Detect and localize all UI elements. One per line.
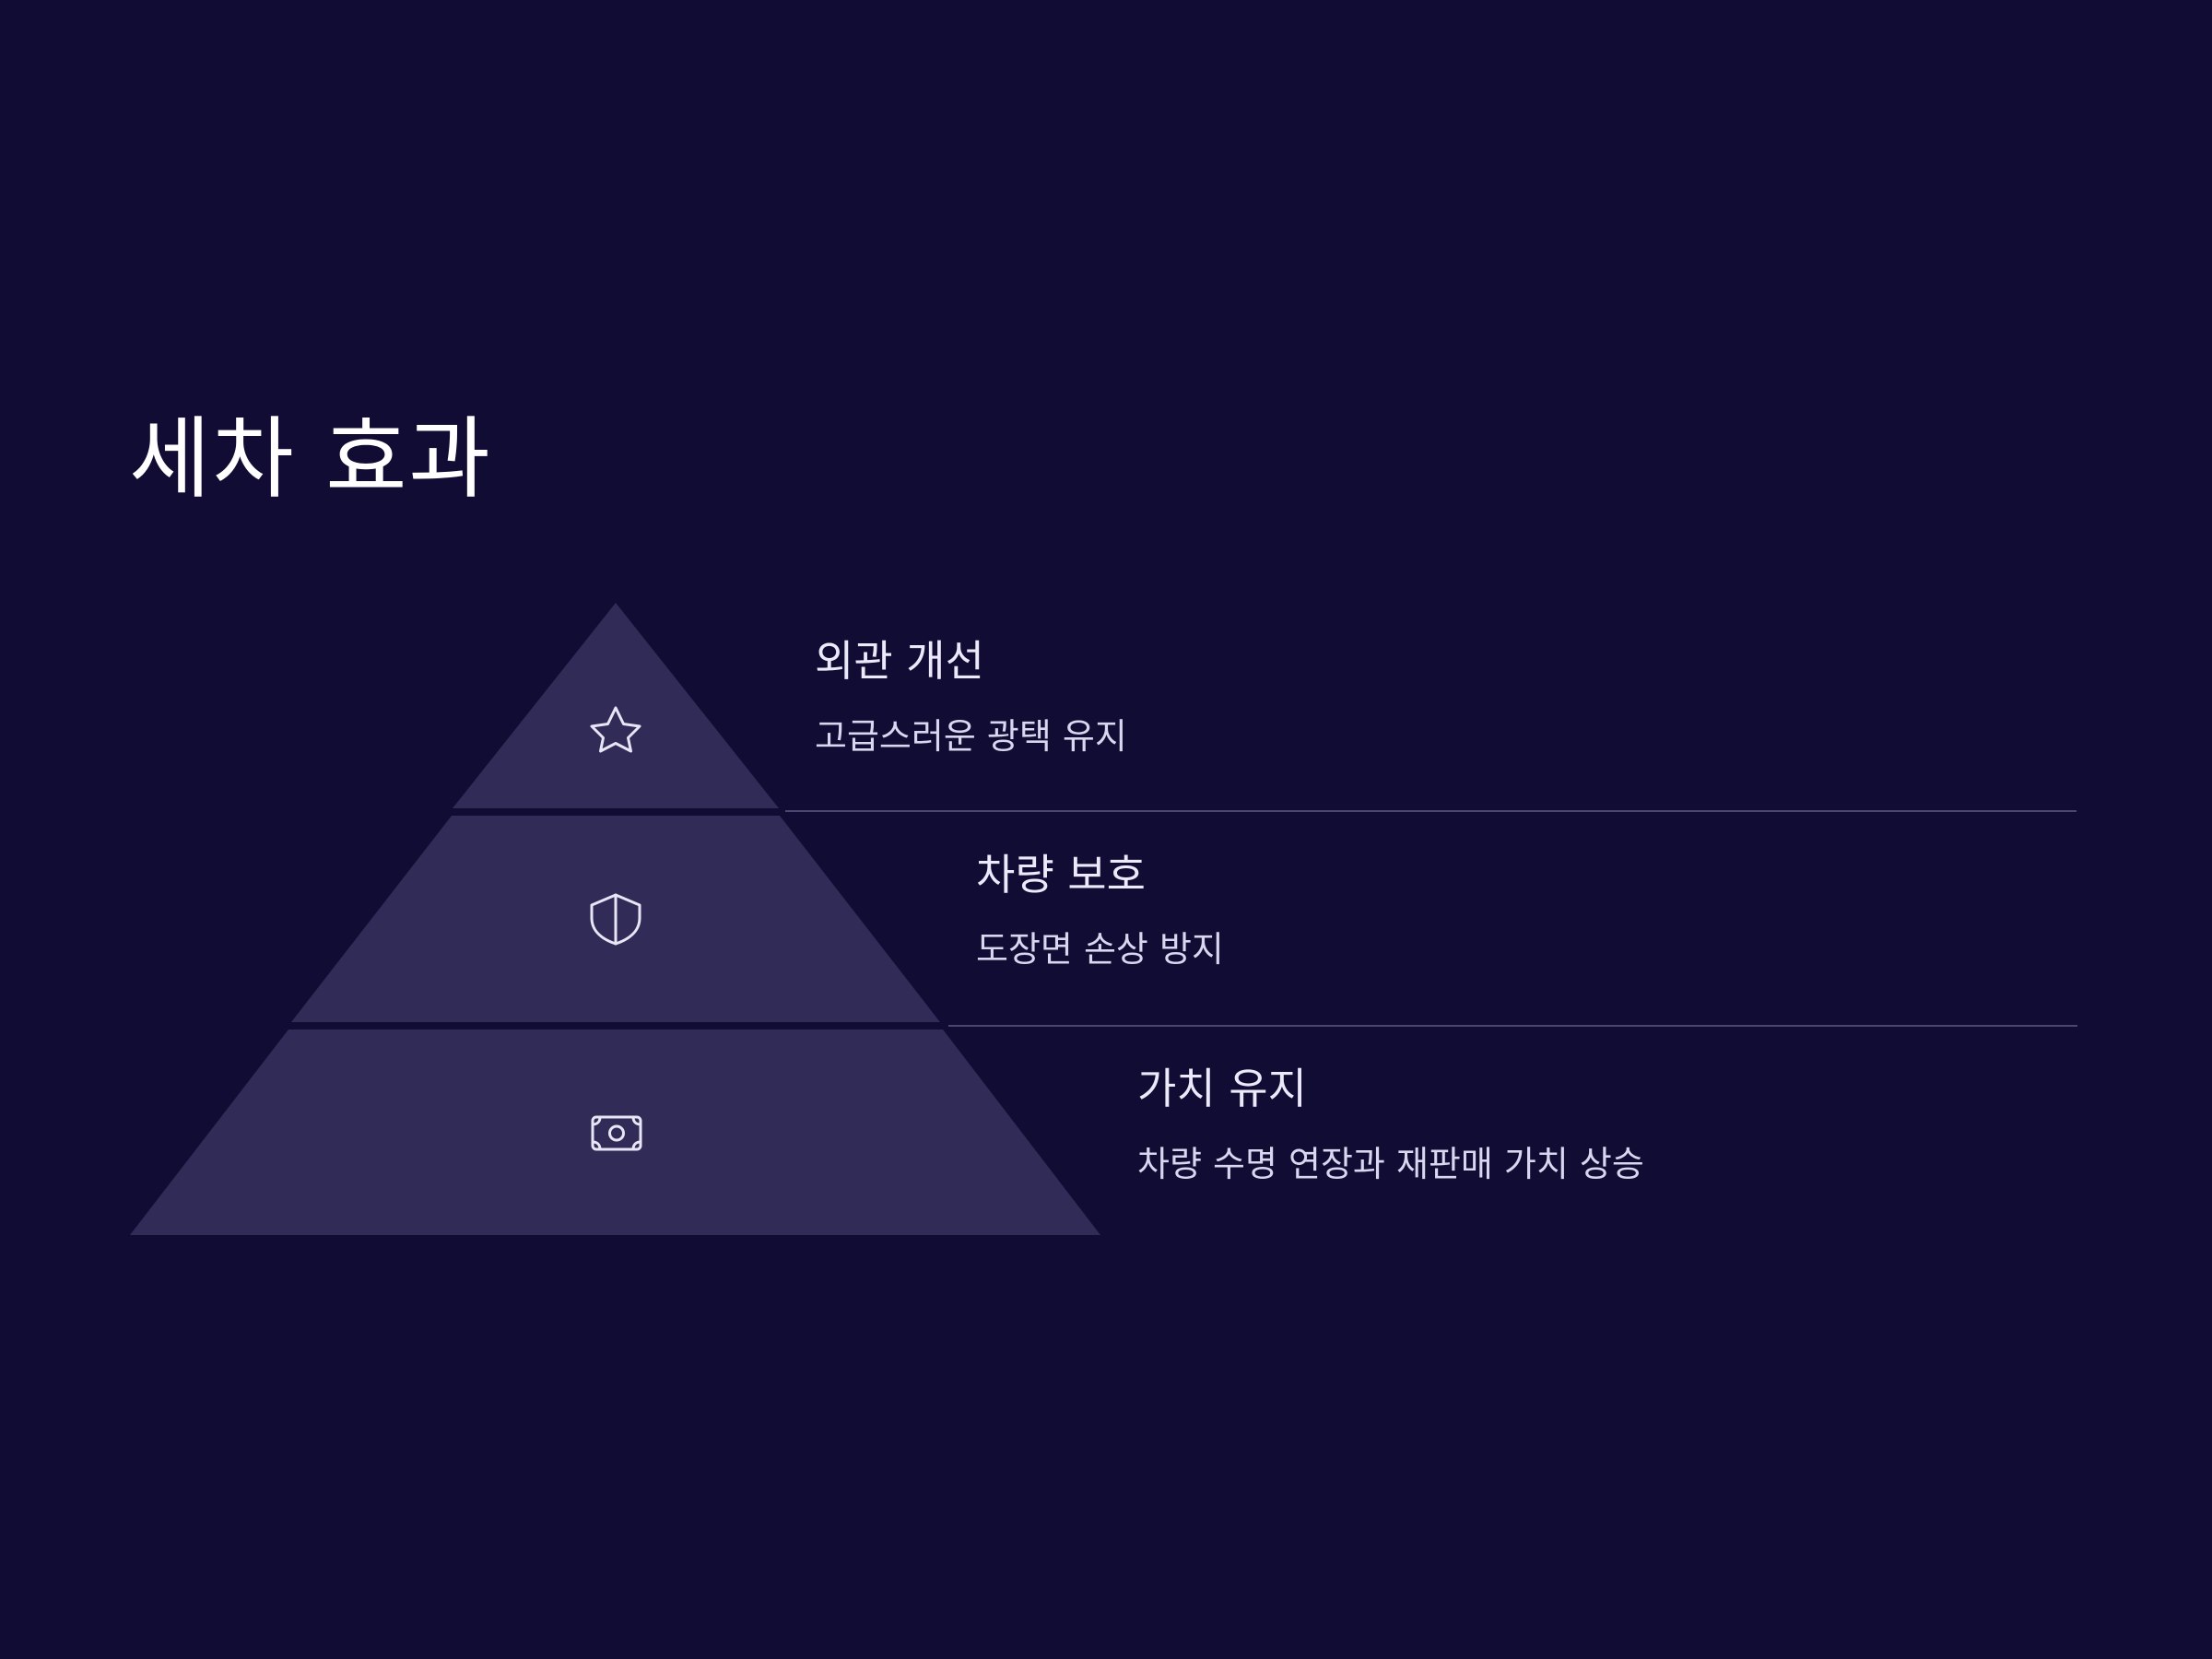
- pyramid-tier-bottom: [130, 1030, 1100, 1235]
- level-2-description: 도장면 손상 방지: [976, 929, 1224, 970]
- divider-top: [785, 810, 2077, 812]
- divider-middle: [948, 1025, 2077, 1027]
- level-2-title: 차량 보호: [976, 850, 1146, 900]
- level-1-title: 외관 개선: [815, 636, 984, 686]
- pyramid-tier-top: [453, 603, 779, 808]
- level-1-description: 고급스러운 광택 유지: [815, 716, 1127, 757]
- banknote-icon: [591, 1115, 642, 1151]
- level-3-title: 가치 유지: [1137, 1064, 1307, 1113]
- slide-title: 세차 효과: [129, 407, 492, 511]
- star-icon: [590, 706, 641, 753]
- level-3-description: 차량 수명 연장과 재판매 가치 상승: [1137, 1144, 1644, 1184]
- shield-icon: [590, 893, 641, 946]
